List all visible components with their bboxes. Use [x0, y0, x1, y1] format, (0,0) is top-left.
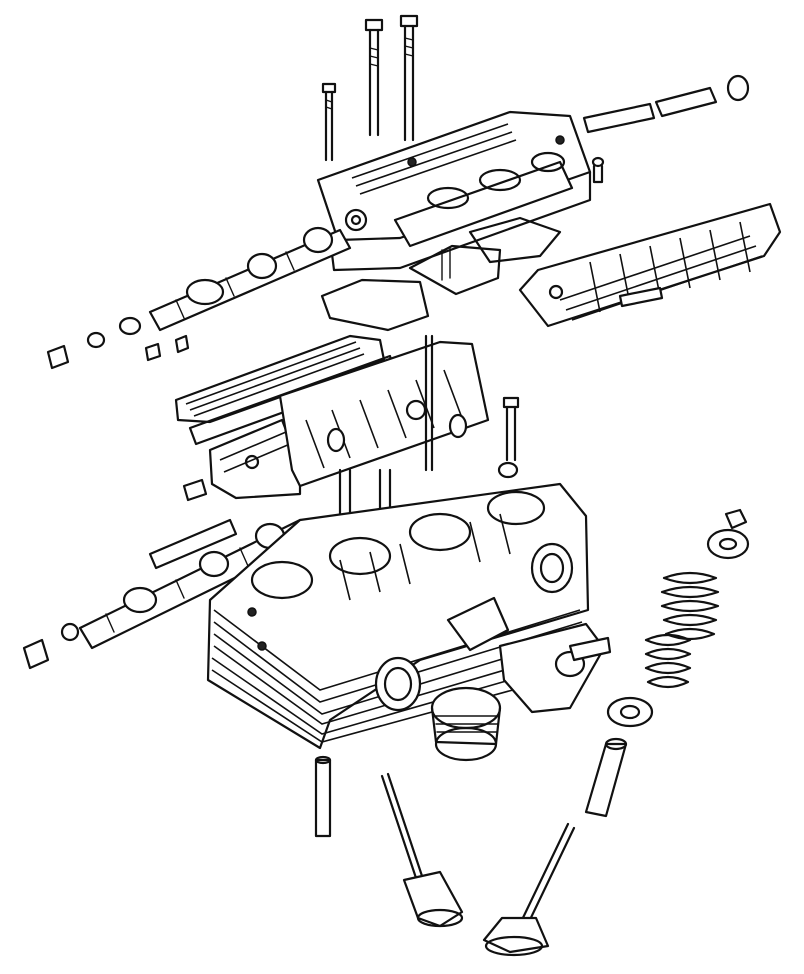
intake-manifold: [446, 596, 612, 714]
valve-guide: [584, 737, 628, 818]
valve-keepers-retainer: [706, 508, 750, 560]
valve-cover-gaskets: [320, 216, 562, 332]
camshaft-rear: [46, 226, 352, 370]
camshaft-front: [22, 518, 314, 670]
valve-cover-front: [174, 334, 396, 502]
studs-and-bolt: [278, 334, 520, 522]
cylinder-head: [206, 482, 590, 750]
threaded-adapter: [430, 686, 502, 762]
valve-exhaust: [482, 822, 576, 957]
side-cover-finned: [518, 202, 782, 328]
valve-springs: [644, 571, 720, 689]
spring-seat: [606, 696, 654, 728]
head-bolts-long: [321, 14, 419, 162]
valve-intake: [380, 772, 464, 928]
dowel-pin: [314, 755, 332, 838]
valve-cover-rear: [316, 110, 592, 272]
cam-drive-shaft: [582, 74, 750, 184]
